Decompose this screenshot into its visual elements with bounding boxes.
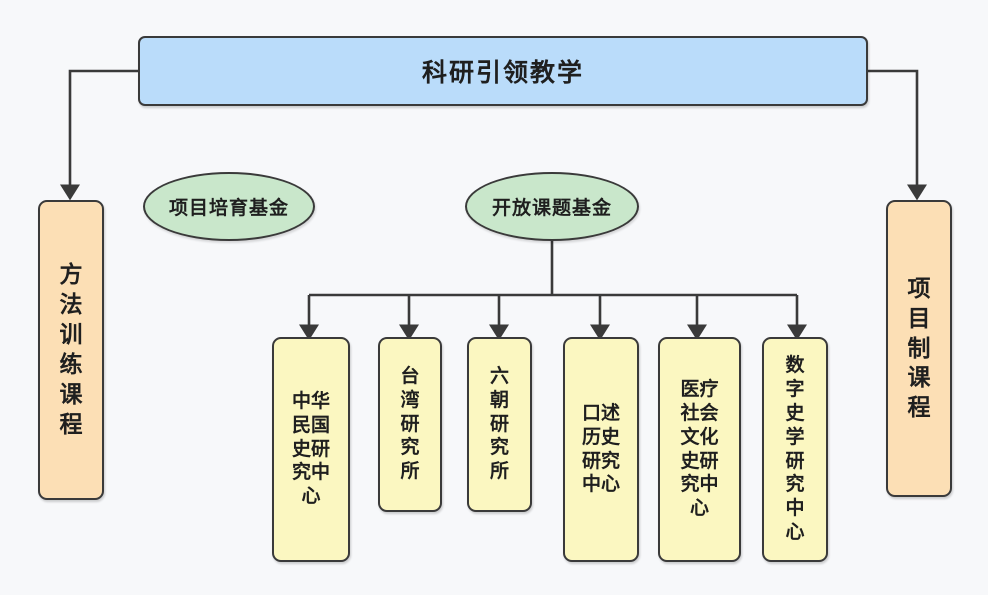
edge-root-to-left-course — [59, 69, 138, 201]
node-research-center-4-label: 口述历史研究中心 — [581, 402, 620, 496]
node-project-incubation-fund[interactable]: 项目培育基金 — [143, 172, 315, 241]
node-research-center-3[interactable]: 六朝研究所 — [467, 337, 532, 512]
node-open-topic-fund-label: 开放课题基金 — [491, 198, 612, 219]
node-research-center-1[interactable]: 中华民国史研究中心 — [272, 337, 350, 562]
node-research-center-1-label: 中华民国史研究中心 — [291, 390, 330, 508]
node-research-center-2[interactable]: 台湾研究所 — [378, 337, 442, 512]
node-root-research-leads-teaching[interactable]: 科研引领教学 — [138, 36, 868, 106]
node-project-based-course-label: 项目制课程 — [907, 274, 931, 421]
node-research-center-4[interactable]: 口述历史研究中心 — [563, 337, 639, 562]
node-research-center-6[interactable]: 数字史学研究中心 — [762, 337, 828, 562]
node-project-based-course[interactable]: 项目制课程 — [886, 200, 952, 497]
node-project-incubation-fund-label: 项目培育基金 — [168, 198, 289, 219]
node-open-topic-fund[interactable]: 开放课题基金 — [465, 172, 639, 241]
node-research-center-6-label: 数字史学研究中心 — [785, 354, 805, 544]
node-root-label: 科研引领教学 — [421, 59, 584, 87]
node-method-training-course[interactable]: 方法训练课程 — [38, 200, 104, 500]
node-research-center-5[interactable]: 医疗社会文化史研究中心 — [658, 337, 741, 562]
node-research-center-5-label: 医疗社会文化史研究中心 — [680, 378, 719, 520]
node-research-center-2-label: 台湾研究所 — [400, 365, 420, 483]
node-research-center-3-label: 六朝研究所 — [489, 365, 509, 483]
edge-root-to-right-course — [868, 69, 928, 201]
node-method-training-course-label: 方法训练课程 — [59, 261, 83, 437]
